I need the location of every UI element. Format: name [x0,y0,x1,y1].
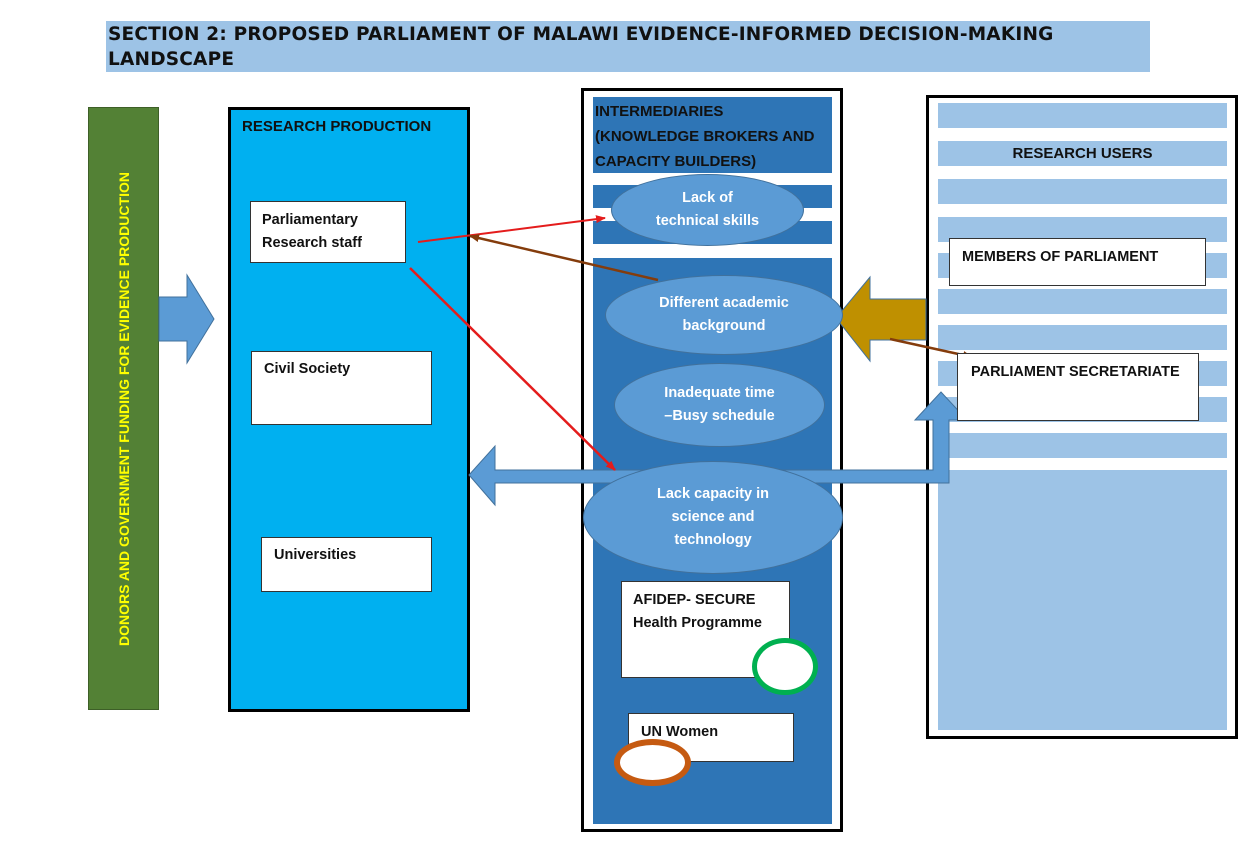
challenge-text: –Busy schedule [664,408,775,424]
users-stripe [938,179,1227,204]
brown-connector-to-research-staff [469,234,659,282]
un-women-label: UN Women [641,724,719,740]
challenge-text: Lack capacity in [656,486,770,502]
challenge-lack-technical-skills[interactable]: Lack of technical skills [611,174,804,246]
title-banner [106,21,1150,72]
intermediaries-title-line2: (KNOWLEDGE BROKERS AND [595,128,815,145]
challenge-text: background [682,318,766,334]
challenge-text: Inadequate time [664,385,775,401]
donors-funding-bar: DONORS AND GOVERNMENT FUNDING FOR EVIDEN… [88,107,159,710]
members-of-parliament-label: MEMBERS OF PARLIAMENT [962,249,1159,265]
research-production-title: RESEARCH PRODUCTION [242,118,432,135]
parliamentary-research-staff-line1: Parliamentary [262,212,358,228]
users-stripe [938,325,1227,350]
intermediaries-title-line1: INTERMEDIARIES [595,103,724,120]
users-to-intermediaries-arrow [835,275,927,363]
users-stripe [938,141,1227,166]
challenge-lack-science-technology-capacity[interactable]: Lack capacity in science and technology [583,461,843,574]
page-title: SECTION 2: PROPOSED PARLIAMENT OF MALAWI… [108,24,1054,70]
un-women-marker-circle [614,739,691,786]
challenge-text: Different academic [659,295,789,311]
intermediaries-title-block [593,97,832,173]
challenge-text: science and [671,509,755,525]
box-members-of-parliament[interactable]: MEMBERS OF PARLIAMENT [949,238,1206,286]
challenge-text: Lack of [682,190,733,206]
box-civil-society[interactable]: Civil Society [251,351,432,425]
users-stripe-block [938,470,1227,730]
civil-society-label: Civil Society [264,361,351,377]
intermediaries-title-line3: CAPACITY BUILDERS) [595,153,757,170]
donors-to-production-arrow [158,273,215,365]
users-stripe [938,217,1227,242]
challenge-different-academic-background[interactable]: Different academic background [605,275,843,355]
parliamentary-research-staff-line2: Research staff [262,235,362,251]
intermediaries-title: INTERMEDIARIES (KNOWLEDGE BROKERS AND CA… [595,99,835,174]
challenge-text: technical skills [655,213,760,229]
challenge-text: technology [674,532,752,548]
users-stripe [938,103,1227,128]
box-universities[interactable]: Universities [261,537,432,592]
afidep-line1: AFIDEP- SECURE [633,592,756,608]
challenge-inadequate-time[interactable]: Inadequate time –Busy schedule [614,363,825,447]
universities-label: Universities [274,547,357,563]
box-parliament-secretariate[interactable]: PARLIAMENT SECRETARIATE [957,353,1199,421]
users-stripe [938,433,1227,458]
users-stripe [938,289,1227,314]
box-parliamentary-research-staff[interactable]: Parliamentary Research staff [250,201,406,263]
research-users-title: RESEARCH USERS [1012,145,1153,162]
red-connector-to-science-capacity [409,267,616,471]
red-connector-to-technical-skills [417,215,606,243]
afidep-line2: Health Programme [633,615,762,631]
afidep-marker-circle [752,638,818,695]
feedback-double-arrow [468,391,969,507]
parliament-secretariate-label: PARLIAMENT SECRETARIATE [971,364,1180,380]
